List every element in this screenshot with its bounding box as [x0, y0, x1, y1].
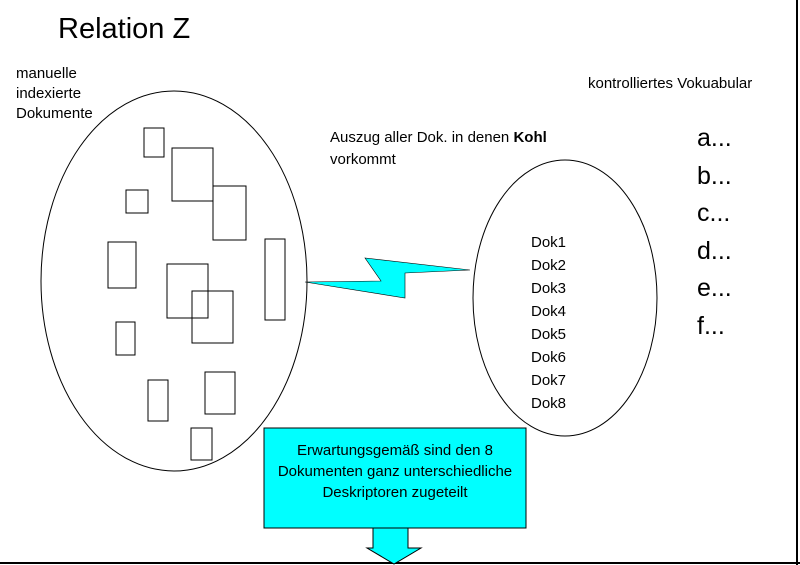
- document-rect: [212, 185, 247, 241]
- vocabulary-item: c...: [697, 199, 731, 227]
- document-rect: [204, 371, 236, 415]
- indexed-documents-ellipse: [40, 90, 308, 472]
- vocabulary-list: a... b... c... d... e... f...: [697, 120, 732, 345]
- vocabulary-item: f...: [697, 311, 725, 340]
- extract-label: Auszug aller Dok. in denen Kohl vorkommt: [330, 127, 547, 171]
- indexed-documents-label: manuelle indexierte Dokumente: [16, 64, 93, 124]
- document-item: Dok3: [531, 280, 567, 297]
- lightning-icon: [304, 257, 471, 299]
- extract-label-line2: vorkommt: [330, 151, 396, 168]
- note-text: Erwartungsgemäß sind den 8 Dokumenten ga…: [277, 442, 513, 501]
- extract-label-text: Auszug aller Dok. in denen: [330, 129, 514, 146]
- document-rect: [143, 127, 165, 158]
- document-rect: [147, 379, 169, 422]
- down-arrow-icon: [365, 527, 423, 565]
- document-rect: [115, 321, 136, 356]
- document-item: Dok8: [531, 395, 567, 412]
- extract-keyword: Kohl: [513, 129, 547, 146]
- document-rect: [107, 241, 137, 289]
- label-line: Dokumente: [16, 105, 93, 122]
- vocabulary-item: e...: [697, 274, 732, 302]
- document-rectangles: [107, 127, 286, 461]
- document-rect: [264, 238, 286, 321]
- document-item: Dok2: [531, 257, 567, 274]
- document-item: Dok4: [531, 303, 567, 320]
- document-item: Dok1: [531, 234, 567, 251]
- document-rect: [191, 290, 234, 344]
- vocabulary-item: b...: [697, 161, 732, 190]
- document-rect: [171, 147, 214, 202]
- document-item: Dok6: [531, 349, 567, 366]
- document-list: Dok1 Dok2 Dok3 Dok4 Dok5 Dok6 Dok7 Dok8: [531, 231, 566, 415]
- vocabulary-item: d...: [697, 236, 732, 265]
- document-item: Dok7: [531, 372, 567, 389]
- page-title: Relation Z: [58, 13, 191, 45]
- label-line: indexierte: [16, 85, 82, 102]
- label-line: manuelle: [16, 65, 77, 82]
- document-item: Dok5: [531, 326, 567, 343]
- extract-ellipse: [472, 159, 658, 437]
- document-rect: [190, 427, 213, 461]
- document-rect: [125, 189, 149, 214]
- note-box: [263, 427, 527, 529]
- vocabulary-label: kontrolliertes Vokuabular: [588, 75, 753, 92]
- vocabulary-item: a...: [697, 124, 732, 152]
